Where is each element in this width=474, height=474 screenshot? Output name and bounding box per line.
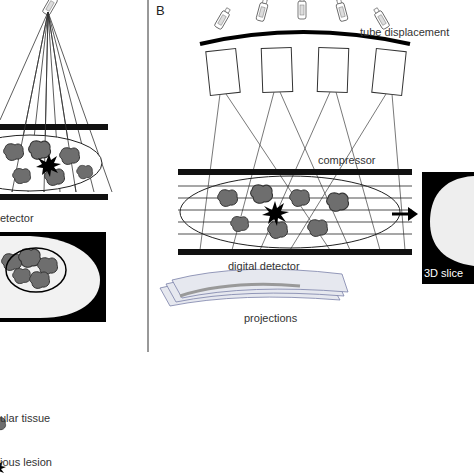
part-label: projections xyxy=(244,312,297,325)
part-label: tube displacement xyxy=(360,26,449,39)
part-label: digital detector xyxy=(228,260,300,273)
panel-letter: B xyxy=(156,4,165,17)
part-label: 3D slice xyxy=(424,267,463,280)
legend-text: ular tissue xyxy=(0,412,50,425)
tomosynthesis-panel xyxy=(160,0,474,306)
part-label: compressor xyxy=(318,154,375,167)
mammography-panel xyxy=(0,0,112,474)
part-label: etector xyxy=(0,212,34,225)
legend-text: ious lesion xyxy=(0,456,52,469)
